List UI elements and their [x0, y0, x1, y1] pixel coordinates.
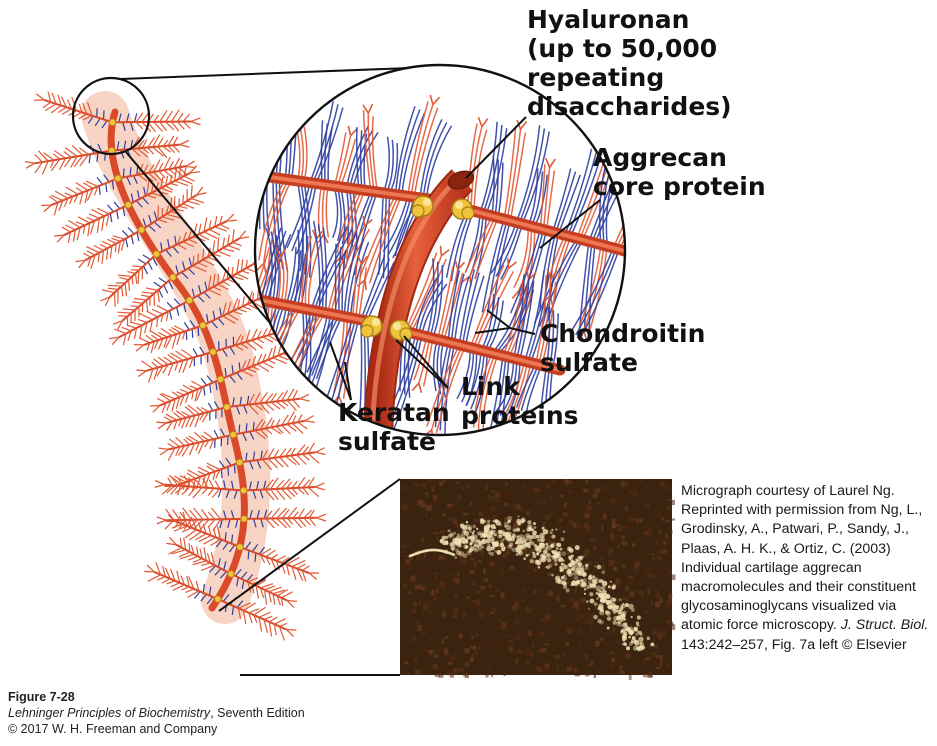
- aggrecan-monomer: [172, 229, 250, 279]
- link-protein-dot: [137, 226, 146, 234]
- leader-link-a: [395, 339, 449, 389]
- aggrecan-monomer: [230, 568, 298, 609]
- leader-aggrecan-core: [539, 199, 601, 249]
- label-aggrecan-core-protein: Aggrecan core protein: [593, 143, 766, 201]
- label-hyaluronan: Hyaluronan (up to 50,000 repeating disac…: [527, 5, 732, 121]
- aggrecan-monomer: [239, 541, 320, 582]
- link-protein-dot: [223, 403, 231, 411]
- book-title: Lehninger Principles of Biochemistry: [8, 706, 211, 720]
- aggrecan-monomer: [154, 475, 244, 499]
- core-proteins: [255, 169, 625, 376]
- aggrecan-monomer: [226, 388, 310, 415]
- zoom-line-top: [119, 67, 411, 80]
- link-protein-dot: [240, 486, 248, 495]
- figure-caption: Figure 7-28 Lehninger Principles of Bioc…: [8, 690, 305, 736]
- aggrecan-monomer: [243, 476, 325, 501]
- leader-keratan-a: [329, 341, 352, 401]
- label-chondroitin-sulfate: Chondroitin sulfate: [540, 319, 706, 377]
- aggrecan-monomer: [100, 253, 158, 307]
- aggrecan-monomer: [133, 320, 204, 354]
- link-protein-dot: [185, 296, 194, 304]
- aggrecan-monomer: [127, 164, 201, 208]
- micrograph-texture: [401, 479, 676, 681]
- aggrecan-monomer: [244, 506, 327, 529]
- label-link-proteins: Link proteins: [461, 372, 579, 430]
- link-protein-dot: [124, 201, 132, 209]
- link-protein-dot: [214, 595, 222, 603]
- aggrecan-monomer: [54, 201, 129, 243]
- aggrecan-monomer: [165, 511, 241, 553]
- overview-link-proteins: [108, 118, 248, 603]
- link-protein-dot: [229, 431, 237, 439]
- aggrecan-monomer: [136, 346, 214, 383]
- afm-micrograph: [218, 478, 676, 681]
- aggrecan-monomer: [217, 594, 297, 641]
- highlight-circle: [71, 76, 151, 156]
- figure-number: Figure 7-28: [8, 690, 75, 704]
- link-protein-dot: [199, 321, 207, 329]
- aggrecan-bristles: [24, 91, 327, 641]
- link-protein-dot: [108, 118, 117, 126]
- leader-link-b: [403, 335, 449, 389]
- aggrecan-monomer: [188, 256, 263, 303]
- label-keratan-sulfate: Keratan sulfate: [338, 398, 450, 456]
- aggrecan-monomer: [166, 536, 232, 579]
- aggrecan-monomer: [239, 442, 326, 471]
- journal-name: J. Struct. Biol.: [840, 617, 929, 634]
- zoom-background: [255, 65, 625, 435]
- micrograph-leader-top: [218, 478, 401, 612]
- proteoglycan-aggregate-overview: [24, 91, 327, 641]
- aggrecan-monomer: [75, 226, 142, 270]
- leader-lines: [329, 116, 601, 401]
- magnified-detail: [253, 63, 627, 437]
- aggrecan-monomer: [108, 298, 190, 346]
- link-protein-dot: [169, 273, 177, 281]
- aggrecan-monomer: [117, 156, 196, 186]
- link-protein-dot: [217, 375, 225, 383]
- zoom-circle-border: [253, 63, 627, 437]
- leader-chondroitin: [474, 309, 536, 335]
- aggrecan-monomer: [156, 401, 228, 432]
- link-protein-dot: [227, 570, 235, 578]
- leader-keratan-b: [344, 361, 352, 401]
- aggrecan-monomer: [150, 375, 222, 414]
- aggrecan-monomer: [140, 185, 207, 232]
- micrograph-credit: Micrograph courtesy of Laurel Ng. Reprin…: [681, 483, 929, 653]
- link-protein-dot: [114, 174, 122, 182]
- leader-hyaluronan: [465, 116, 527, 179]
- aggrecan-monomer: [233, 411, 315, 442]
- aggrecan-monomer: [144, 562, 219, 605]
- copyright-line: © 2017 W. H. Freeman and Company: [8, 722, 218, 736]
- link-proteins-magnified: [360, 195, 475, 341]
- aggrecan-monomer: [156, 507, 245, 532]
- aggrecan-monomer: [158, 428, 234, 462]
- link-protein-dot: [152, 250, 161, 258]
- aggrecan-monomer: [112, 276, 174, 330]
- micrograph-molecule: [408, 515, 655, 652]
- link-protein-dot: [236, 543, 244, 551]
- link-protein-dot: [240, 515, 248, 523]
- aggrecan-monomer: [34, 91, 113, 129]
- aggrecan-monomer: [41, 174, 119, 216]
- link-protein-dot: [209, 348, 217, 356]
- link-protein-dot: [236, 458, 244, 466]
